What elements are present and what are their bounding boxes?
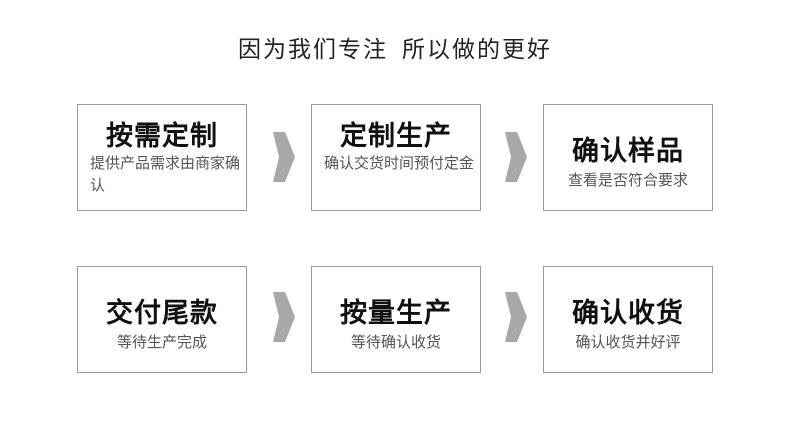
step-title: 定制生产 xyxy=(340,121,452,152)
page-title: 因为我们专注所以做的更好 xyxy=(0,30,790,64)
step-title: 按量生产 xyxy=(340,298,452,329)
step-title: 确认样品 xyxy=(572,136,684,167)
step-card-6: 确认收货 确认收货并好评 xyxy=(543,266,713,373)
flow-arrow-icon xyxy=(505,132,527,182)
flow-arrow-icon xyxy=(273,132,295,182)
step-card-3: 确认样品 查看是否符合要求 xyxy=(543,104,713,211)
step-title: 按需定制 xyxy=(106,121,218,152)
page-title-part-1: 因为我们专注 xyxy=(238,37,388,63)
step-description: 查看是否符合要求 xyxy=(567,171,688,189)
step-title: 确认收货 xyxy=(572,298,684,329)
step-description: 确认交货时间预付定金 xyxy=(324,154,475,172)
page-title-part-2: 所以做的更好 xyxy=(402,37,552,63)
step-description: 等待生产完成 xyxy=(116,333,207,351)
step-card-4: 交付尾款 等待生产完成 xyxy=(77,266,247,373)
step-description: 确认收货并好评 xyxy=(575,333,681,351)
flow-arrow-icon xyxy=(273,292,295,342)
flow-arrow-icon xyxy=(505,292,527,342)
step-card-2: 定制生产 确认交货时间预付定金 xyxy=(311,104,481,211)
step-title: 交付尾款 xyxy=(106,298,218,329)
step-description: 等待确认收货 xyxy=(350,333,441,351)
step-card-1: 按需定制 提供产品需求由商家确认 xyxy=(77,104,247,211)
step-card-5: 按量生产 等待确认收货 xyxy=(311,266,481,373)
step-description: 提供产品需求由商家确认 xyxy=(90,154,241,194)
